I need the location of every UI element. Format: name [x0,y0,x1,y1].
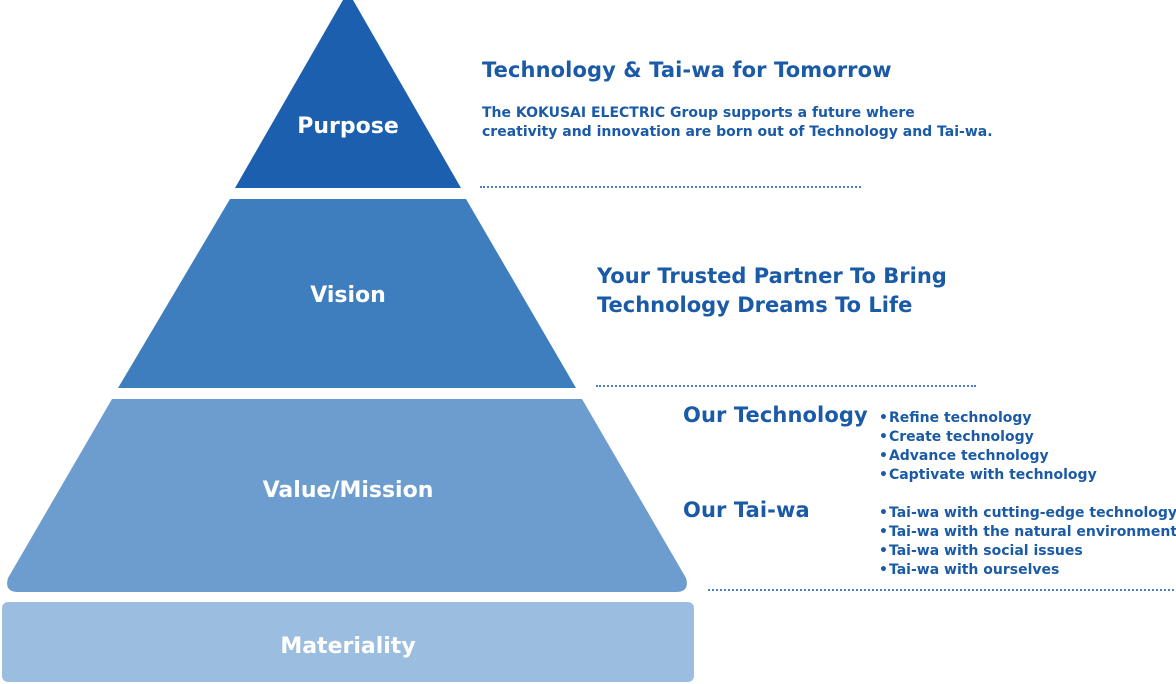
our-technology-list: Refine technology Create technology Adva… [879,409,1097,485]
list-item: Captivate with technology [879,466,1097,485]
value-mission-label: Value/Mission [263,478,434,503]
list-item: Tai-wa with ourselves [879,561,1176,580]
purpose-divider [480,186,861,188]
purpose-tier [235,0,461,188]
purpose-title: Technology & Tai-wa for Tomorrow [482,58,892,82]
materiality-label: Materiality [280,634,415,659]
list-item: Create technology [879,428,1097,447]
value-mission-tier [7,399,687,592]
pyramid-diagram: Purpose Vision Value/Mission Materiality [2,0,694,682]
list-item: Tai-wa with the natural environment [879,523,1176,542]
vision-label: Vision [310,283,386,308]
vision-divider [596,385,976,387]
purpose-description-line2: creativity and innovation are born out o… [482,124,993,140]
our-technology-title: Our Technology [683,403,868,427]
list-item: Advance technology [879,447,1097,466]
list-item: Tai-wa with social issues [879,542,1176,561]
vision-statement-line2: Technology Dreams To Life [597,293,913,317]
our-taiwa-title: Our Tai-wa [683,498,810,522]
our-taiwa-list: Tai-wa with cutting-edge technology Tai-… [879,504,1176,580]
vision-statement-line1: Your Trusted Partner To Bring [597,264,947,288]
materiality-tier [2,602,694,682]
list-item: Tai-wa with cutting-edge technology [879,504,1176,523]
value-mission-divider [708,589,1174,591]
list-item: Refine technology [879,409,1097,428]
purpose-label: Purpose [297,114,399,139]
vision-tier [118,199,576,388]
purpose-description-line1: The KOKUSAI ELECTRIC Group supports a fu… [482,105,915,121]
